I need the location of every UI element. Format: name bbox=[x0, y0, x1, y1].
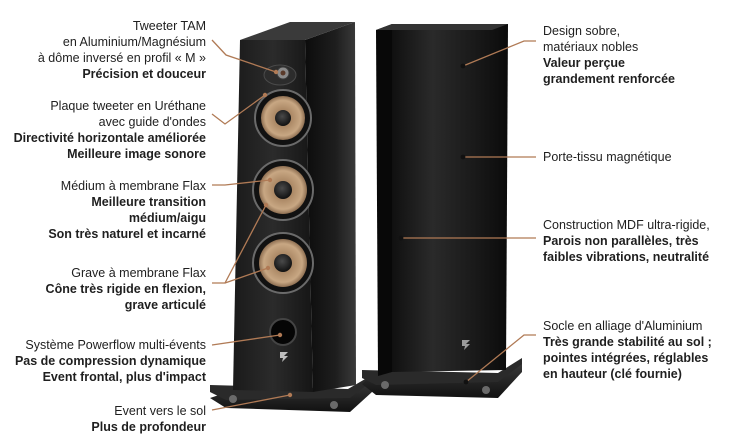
callout-anchor-dots bbox=[262, 69, 293, 398]
callout-text: à dôme inversé en profil « M » bbox=[37, 51, 206, 65]
callout-benefit: en hauteur (clé fournie) bbox=[543, 367, 682, 381]
callout-benefit: Meilleure transition bbox=[91, 195, 206, 209]
callout-benefit: Son très naturel et incarné bbox=[48, 227, 206, 241]
callout-tweeter: Tweeter TAM en Aluminium/Magnésium à dôm… bbox=[38, 18, 206, 82]
callout-benefit: Plus de profondeur bbox=[91, 420, 206, 434]
callout-benefit: faibles vibrations, neutralité bbox=[543, 250, 710, 264]
callout-benefit: Event frontal, plus d'impact bbox=[42, 370, 206, 384]
callout-text: Porte-tissu magnétique bbox=[543, 150, 672, 164]
callout-text: Construction MDF ultra-rigide, bbox=[543, 218, 710, 232]
callout-text: Système Powerflow multi-évents bbox=[25, 338, 206, 352]
callout-midrange: Médium à membrane Flax Meilleure transit… bbox=[48, 178, 206, 242]
callout-floor-vent: Event vers le sol Plus de profondeur bbox=[91, 403, 206, 435]
callout-benefit: Très grande stabilité au sol ; bbox=[543, 335, 712, 349]
callout-text: avec guide d'ondes bbox=[98, 115, 206, 129]
right-speaker-body bbox=[392, 24, 508, 372]
callout-benefit: Directivité horizontale améliorée bbox=[13, 131, 206, 145]
spike-foot bbox=[381, 381, 389, 389]
callout-text: en Aluminium/Magnésium bbox=[62, 35, 206, 49]
callout-benefit: Précision et douceur bbox=[82, 67, 206, 81]
brand-logo-icon bbox=[462, 340, 470, 350]
left-speaker bbox=[210, 22, 372, 412]
callout-text: Event vers le sol bbox=[114, 404, 206, 418]
spike-foot bbox=[330, 401, 338, 409]
callout-anchor-dots-dark bbox=[398, 63, 469, 385]
callout-benefit: Valeur perçue bbox=[543, 56, 625, 70]
callout-text: Tweeter TAM bbox=[132, 19, 206, 33]
callout-text: Plaque tweeter en Uréthane bbox=[50, 99, 206, 113]
spike-foot bbox=[482, 386, 490, 394]
callout-benefit: Cône très rigide en flexion, bbox=[45, 282, 206, 296]
callout-powerflow: Système Powerflow multi-évents Pas de co… bbox=[15, 337, 206, 385]
callout-benefit: Parois non parallèles, très bbox=[543, 234, 699, 248]
callout-text: Médium à membrane Flax bbox=[60, 179, 206, 193]
callout-magnetic-grille: Porte-tissu magnétique bbox=[543, 149, 672, 165]
callout-text: matériaux nobles bbox=[543, 40, 639, 54]
callout-text: Grave à membrane Flax bbox=[71, 266, 206, 280]
midrange-driver-icon bbox=[254, 89, 312, 147]
callout-text: Socle en alliage d'Aluminium bbox=[543, 319, 703, 333]
callout-benefit: Meilleure image sonore bbox=[67, 147, 206, 161]
callout-benefit: médium/aigu bbox=[128, 211, 206, 225]
callout-text: Design sobre, bbox=[543, 24, 621, 38]
callout-benefit: Pas de compression dynamique bbox=[14, 354, 206, 368]
spike-foot bbox=[229, 395, 237, 403]
right-speaker bbox=[362, 24, 522, 398]
callout-design: Design sobre, matériaux nobles Valeur pe… bbox=[543, 23, 675, 87]
tweeter-icon bbox=[263, 64, 297, 86]
callout-mdf-construction: Construction MDF ultra-rigide, Parois no… bbox=[543, 217, 710, 265]
callout-benefit: pointes intégrées, réglables bbox=[543, 351, 709, 365]
bass-driver-icon bbox=[252, 232, 314, 294]
left-speaker-side bbox=[305, 22, 356, 392]
callout-leader-lines bbox=[211, 39, 536, 411]
callout-tweeter-plate: Plaque tweeter en Uréthane avec guide d'… bbox=[14, 98, 206, 162]
callout-bass: Grave à membrane Flax Cône très rigide e… bbox=[46, 265, 206, 313]
callout-benefit: grave articulé bbox=[124, 298, 206, 312]
bass-port-icon bbox=[269, 318, 297, 346]
callout-benefit: grandement renforcée bbox=[543, 72, 675, 86]
brand-logo-icon bbox=[280, 352, 288, 362]
callout-aluminium-base: Socle en alliage d'Aluminium Très grande… bbox=[543, 318, 712, 382]
midrange-driver-icon bbox=[252, 159, 314, 221]
